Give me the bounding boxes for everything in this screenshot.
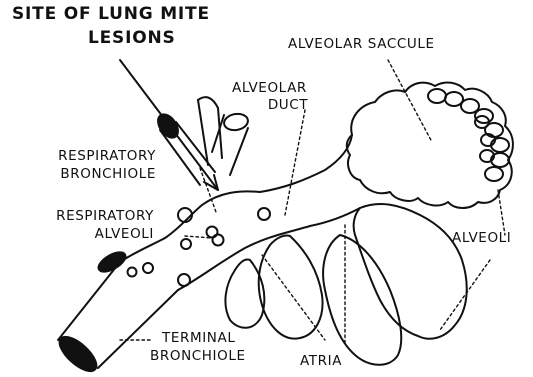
label-respiratory-alveoli-1: RESPIRATORY [4,210,154,224]
label-respiratory-bronchiole-2: BRONCHIOLE [6,168,156,182]
label-alveolar-saccule: ALVEOLAR SACCULE [288,38,435,52]
upper-branch [154,97,249,185]
label-terminal-bronchiole-1: TERMINAL [162,332,235,346]
label-terminal-bronchiole-2: BRONCHIOLE [150,350,246,364]
label-respiratory-alveoli-2: ALVEOLI [4,228,154,242]
alveolar-saccule-cluster [347,83,513,208]
label-atria: ATRIA [300,355,342,369]
label-respiratory-bronchiole-1: RESPIRATORY [6,150,156,164]
label-alveolar-duct-1: ALVEOLAR [232,82,306,96]
label-alveoli: ALVEOLI [452,232,511,246]
title-line-1: SITE OF LUNG MITE [12,6,210,23]
title-line-2: LESIONS [88,30,176,47]
label-alveolar-duct-2: DUCT [258,99,318,113]
lower-alveolar-lobes [225,204,466,365]
